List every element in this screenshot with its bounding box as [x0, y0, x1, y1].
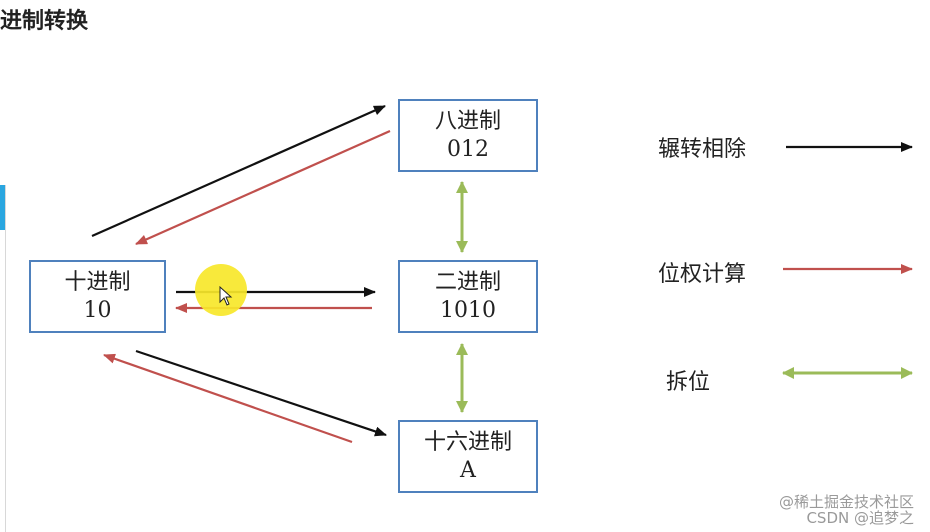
mouse-pointer-icon	[219, 286, 233, 306]
watermark: @稀土掘金技术社区 CSDN @追梦之	[779, 494, 914, 526]
node-binary-value: 1010	[440, 297, 496, 323]
node-hex-value: A	[460, 457, 476, 483]
node-octal-value: 012	[447, 136, 489, 162]
node-octal-name: 八进制	[434, 109, 501, 134]
node-decimal-value: 10	[83, 297, 112, 323]
legend-label-division: 辗转相除	[658, 137, 747, 162]
node-hex-name: 十六进制	[423, 430, 512, 455]
watermark-line-2: CSDN @追梦之	[806, 509, 914, 527]
watermark-line-1: @稀土掘金技术社区	[778, 493, 914, 511]
arrow-hex-to-decimal	[103, 353, 353, 444]
arrow-decimal-to-hex	[135, 349, 387, 437]
node-octal: 八进制 012	[398, 99, 538, 172]
legend-label-split: 拆位	[666, 370, 711, 395]
arrow-decimal-to-octal	[91, 104, 386, 238]
node-hex: 十六进制 A	[398, 420, 538, 493]
node-binary-name: 二进制	[434, 270, 501, 295]
node-decimal: 十进制 10	[29, 260, 166, 333]
legend-label-weight: 位权计算	[658, 262, 747, 287]
left-panel-accent	[0, 185, 5, 230]
left-panel-border	[5, 185, 6, 532]
page-title: 进制转换	[0, 9, 89, 34]
node-decimal-name: 十进制	[64, 270, 131, 295]
arrow-octal-to-decimal	[135, 129, 391, 246]
node-binary: 二进制 1010	[398, 260, 538, 333]
